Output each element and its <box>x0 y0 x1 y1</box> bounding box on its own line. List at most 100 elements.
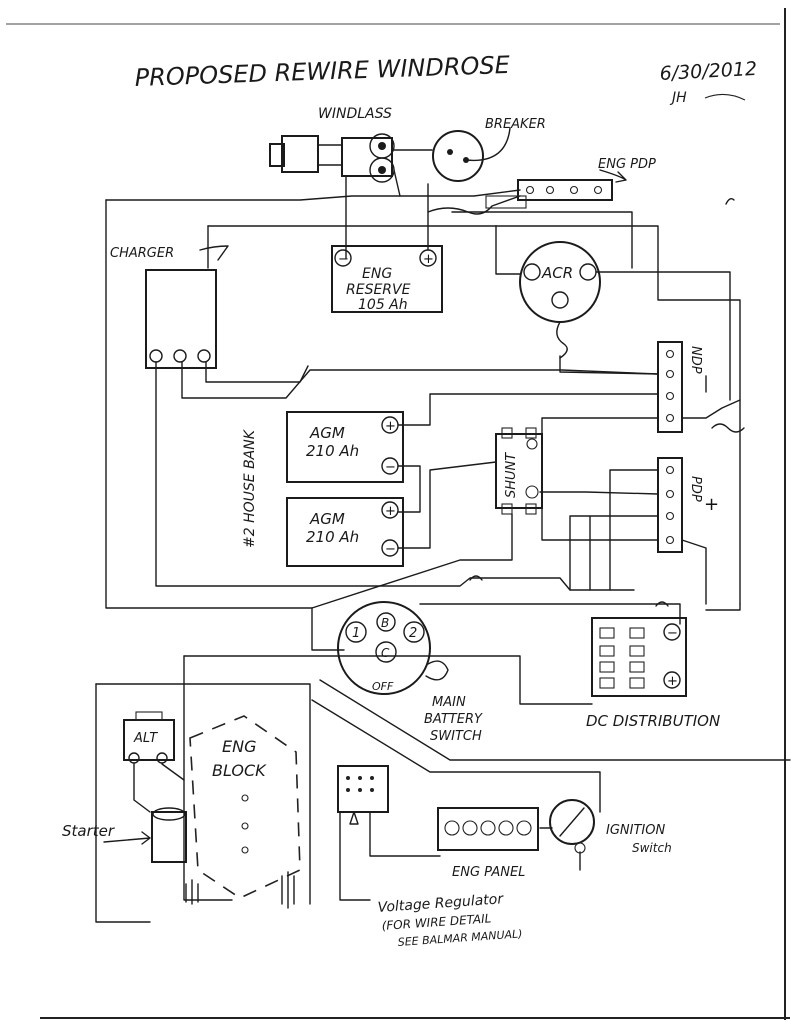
main-switch-label-2: BATTERY <box>424 712 483 727</box>
regulator-pin-4 <box>346 788 350 792</box>
engine-bolt-3 <box>241 846 249 854</box>
ignition-switch-body <box>549 799 595 845</box>
switch-label-off: OFF <box>372 680 394 693</box>
shunt-body <box>495 433 543 509</box>
dc-panel-box <box>591 617 687 697</box>
wire-shunt-pdp-2 <box>541 507 659 541</box>
regulator-box <box>337 765 389 813</box>
ndp-group: NDP <box>657 341 707 433</box>
dc-neg-terminal <box>663 623 681 641</box>
alternator-label: ALT <box>133 731 158 746</box>
dc-breaker-2 <box>629 627 645 639</box>
wire-switch-dc-lower <box>183 655 593 705</box>
breaker-wires <box>393 127 511 162</box>
eng-pdp-terminal-2 <box>545 185 555 195</box>
wire-pdp-jump <box>681 539 707 605</box>
starter-top <box>152 807 186 821</box>
breaker-body <box>432 130 484 182</box>
eng-block-label-1: ENG <box>222 737 256 756</box>
breaker-terminal-1 <box>447 149 453 155</box>
switch-terminal-b <box>376 612 396 632</box>
windlass-motor <box>281 135 319 173</box>
pdp-terminal-4 <box>665 535 675 545</box>
ndp-terminal-1 <box>665 349 675 359</box>
agm1-neg-sign: − <box>385 460 396 475</box>
pdp-group: PDP + <box>657 457 719 553</box>
charger-terminal-neg <box>173 349 187 363</box>
pdp-plus-sign: + <box>704 494 719 515</box>
charger-box <box>145 269 217 369</box>
diagram-initials: JH <box>669 90 687 106</box>
engine-block-outline <box>189 715 301 899</box>
wire-agm1-pos <box>397 393 659 426</box>
eng-reserve-box <box>331 245 443 313</box>
dc-pos-sign: + <box>667 674 678 689</box>
wire-right-loop <box>495 225 741 605</box>
switch-label-b: B <box>381 616 389 630</box>
wire-agm-series <box>397 465 421 513</box>
wire-panel-ignition <box>539 827 581 871</box>
wire-switch-panel <box>311 699 601 813</box>
eng-pdp-fuse <box>485 195 527 209</box>
pdp-bus <box>657 457 683 553</box>
acr-group: ACR <box>519 241 601 359</box>
wire-regulator-panel <box>369 811 441 857</box>
wire-pdp-feed <box>609 469 659 591</box>
wire-alt-ground <box>183 655 233 901</box>
eng-reserve-neg-sign: − <box>338 252 349 267</box>
ignition-key <box>559 807 585 837</box>
windlass-motor-end <box>269 143 285 167</box>
charger-arrow <box>199 245 229 261</box>
starter-group: Starter <box>62 807 187 863</box>
eng-pdp-terminal-3 <box>569 185 579 195</box>
charger-group: CHARGER <box>110 245 229 369</box>
switch-label-c: C <box>381 646 390 660</box>
dc-breaker-4 <box>629 645 645 657</box>
engine-bolt-1 <box>241 794 249 802</box>
wire-outer-left <box>105 199 313 609</box>
house-bank-group: #2 HOUSE BANK + − AGM 210 Ah + − AGM 210… <box>242 411 404 567</box>
regulator-pin-1 <box>346 776 350 780</box>
shunt-group: SHUNT <box>495 427 543 515</box>
shunt-lug-1 <box>501 427 513 439</box>
agm2-label-2: 210 Ah <box>306 528 359 546</box>
wire-shunt-ndp <box>541 417 659 445</box>
wire-top-run <box>105 189 521 201</box>
pdp-terminal-3 <box>665 511 675 521</box>
agm2-neg-sign: − <box>385 542 396 557</box>
wire-acr-left <box>495 225 521 275</box>
agm1-label-1: AGM <box>309 424 345 442</box>
wire-pdp-branch <box>569 515 659 591</box>
wire-switch-ignition <box>319 679 791 761</box>
regulator-pin-5 <box>358 788 362 792</box>
alternator-pos-terminal <box>128 752 140 764</box>
wire-pdp-right <box>451 211 633 269</box>
wire-shunt-pdp <box>539 491 659 495</box>
switch-terminal-c <box>375 641 397 663</box>
eng-block-label-2: BLOCK <box>212 761 267 780</box>
switch-terminal-2 <box>403 621 425 643</box>
engine-block: ENG BLOCK <box>189 715 301 899</box>
shunt-lug-4 <box>525 503 537 515</box>
house-bank-label: #2 HOUSE BANK <box>242 428 258 548</box>
shunt-pos-terminal <box>525 485 539 499</box>
ndp-bus <box>657 341 683 433</box>
eng-reserve-battery: − + ENG RESERVE 105 Ah <box>331 245 443 313</box>
starter-label: Starter <box>62 822 115 840</box>
switch-label-2: 2 <box>409 626 417 641</box>
agm1-label-2: 210 Ah <box>306 442 359 460</box>
wire-switch-1 <box>311 607 345 651</box>
regulator-pointer <box>349 811 359 825</box>
shunt-lug-3 <box>501 503 513 515</box>
alternator-top <box>135 711 163 721</box>
breaker-label: BREAKER <box>485 117 546 132</box>
windlass-solenoid-block <box>341 137 393 177</box>
acr-body <box>519 241 601 323</box>
wire-switch-dc <box>419 603 681 625</box>
acr-pos-left <box>523 263 541 281</box>
wire-jumper-loop <box>711 423 745 433</box>
eng-pdp-terminal-1 <box>525 185 535 195</box>
acr-ground-lead <box>556 321 568 359</box>
pdp-terminal-1 <box>665 465 675 475</box>
